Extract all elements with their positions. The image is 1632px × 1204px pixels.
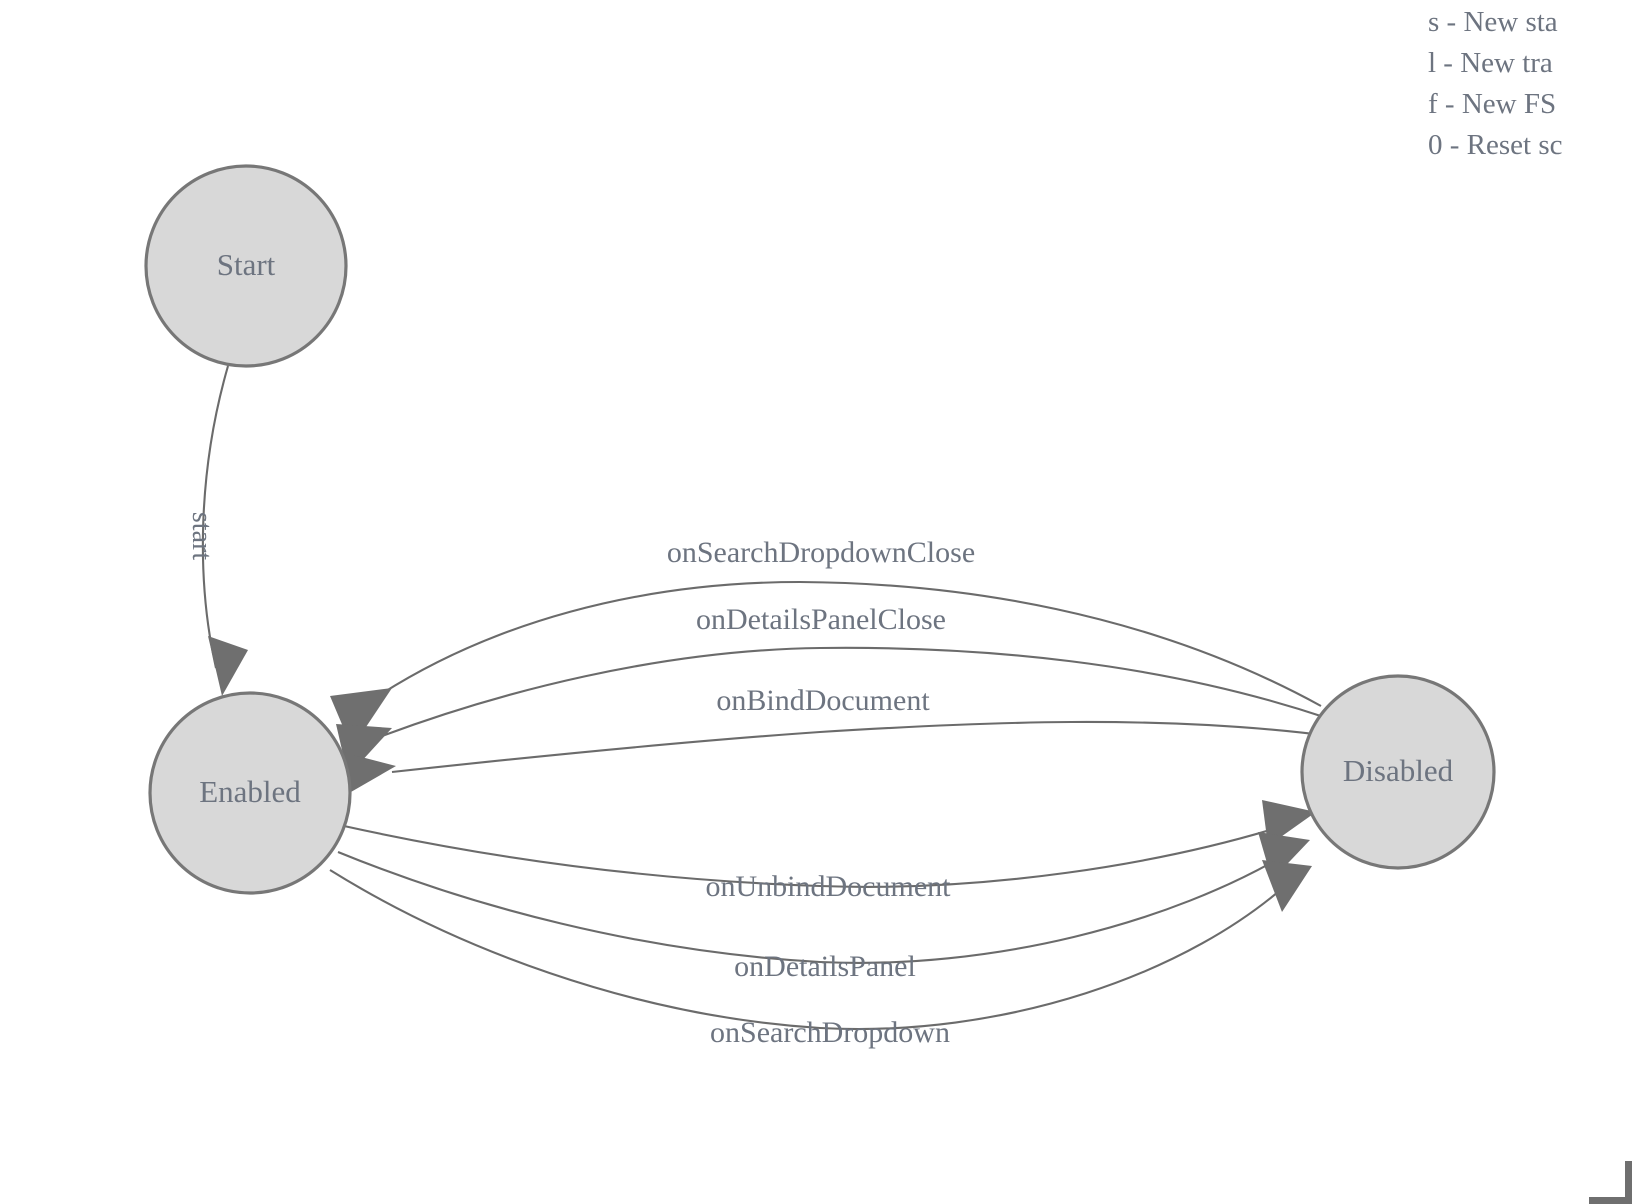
edge-path-ondetailspanel <box>337 851 1291 964</box>
node-disabled-circle <box>1300 674 1496 870</box>
arrowhead-start-enabled <box>208 636 248 696</box>
edge-label-onsearchdropdown: onSearchDropdown <box>710 1016 950 1049</box>
help-shortcuts-overlay: s - New sta l - New tra f - New FS 0 - R… <box>1428 0 1632 166</box>
node-start-label: Start <box>217 247 276 282</box>
edge-label-start: start <box>186 512 217 560</box>
edge-path-onsearchdropdownclose <box>371 580 1322 707</box>
edge-label-ondetailspanel: onDetailsPanel <box>734 950 916 983</box>
node-enabled-circle <box>148 691 352 895</box>
edge-path-onunbinddocument <box>343 821 1297 888</box>
edge-path-onsearchdropdown <box>329 869 1297 1031</box>
help-line-new-fsm: f - New FS <box>1428 88 1557 120</box>
edge-path-start-enabled <box>201 365 230 669</box>
node-start-circle <box>144 164 348 368</box>
arrowhead-onunbinddocument <box>1262 800 1316 846</box>
help-line-reset: 0 - Reset sc <box>1428 129 1563 161</box>
node-disabled-label: Disabled <box>1343 753 1454 788</box>
help-line-new-state: s - New sta <box>1428 6 1558 38</box>
transition-onsearchdropdownclose[interactable] <box>330 580 1322 748</box>
transition-onsearchdropdown[interactable] <box>329 860 1312 1031</box>
edge-label-onsearchdropdownclose: onSearchDropdownClose <box>667 536 975 569</box>
edge-path-onbinddocument <box>391 720 1331 774</box>
transition-start-to-enabled[interactable] <box>201 365 248 696</box>
transition-onunbinddocument[interactable] <box>343 800 1316 888</box>
edge-label-ondetailspanelclose: onDetailsPanelClose <box>696 603 946 636</box>
node-enabled[interactable]: Enabled <box>148 691 352 895</box>
node-enabled-label: Enabled <box>199 774 301 809</box>
arrowhead-onsearchdropdown <box>1262 860 1312 912</box>
node-start[interactable]: Start <box>144 164 348 368</box>
edge-label-onbinddocument: onBindDocument <box>716 684 930 717</box>
arrowhead-onbinddocument <box>342 752 396 796</box>
edge-label-onunbinddocument: onUnbindDocument <box>706 870 952 903</box>
corner-resize-handle[interactable] <box>1589 1161 1632 1204</box>
node-disabled[interactable]: Disabled <box>1300 674 1496 870</box>
transition-onbinddocument[interactable] <box>342 720 1331 796</box>
help-line-new-transition: l - New tra <box>1428 47 1553 79</box>
arrowhead-onsearchdropdownclose <box>330 688 392 748</box>
edge-path-ondetailspanelclose <box>381 646 1328 737</box>
